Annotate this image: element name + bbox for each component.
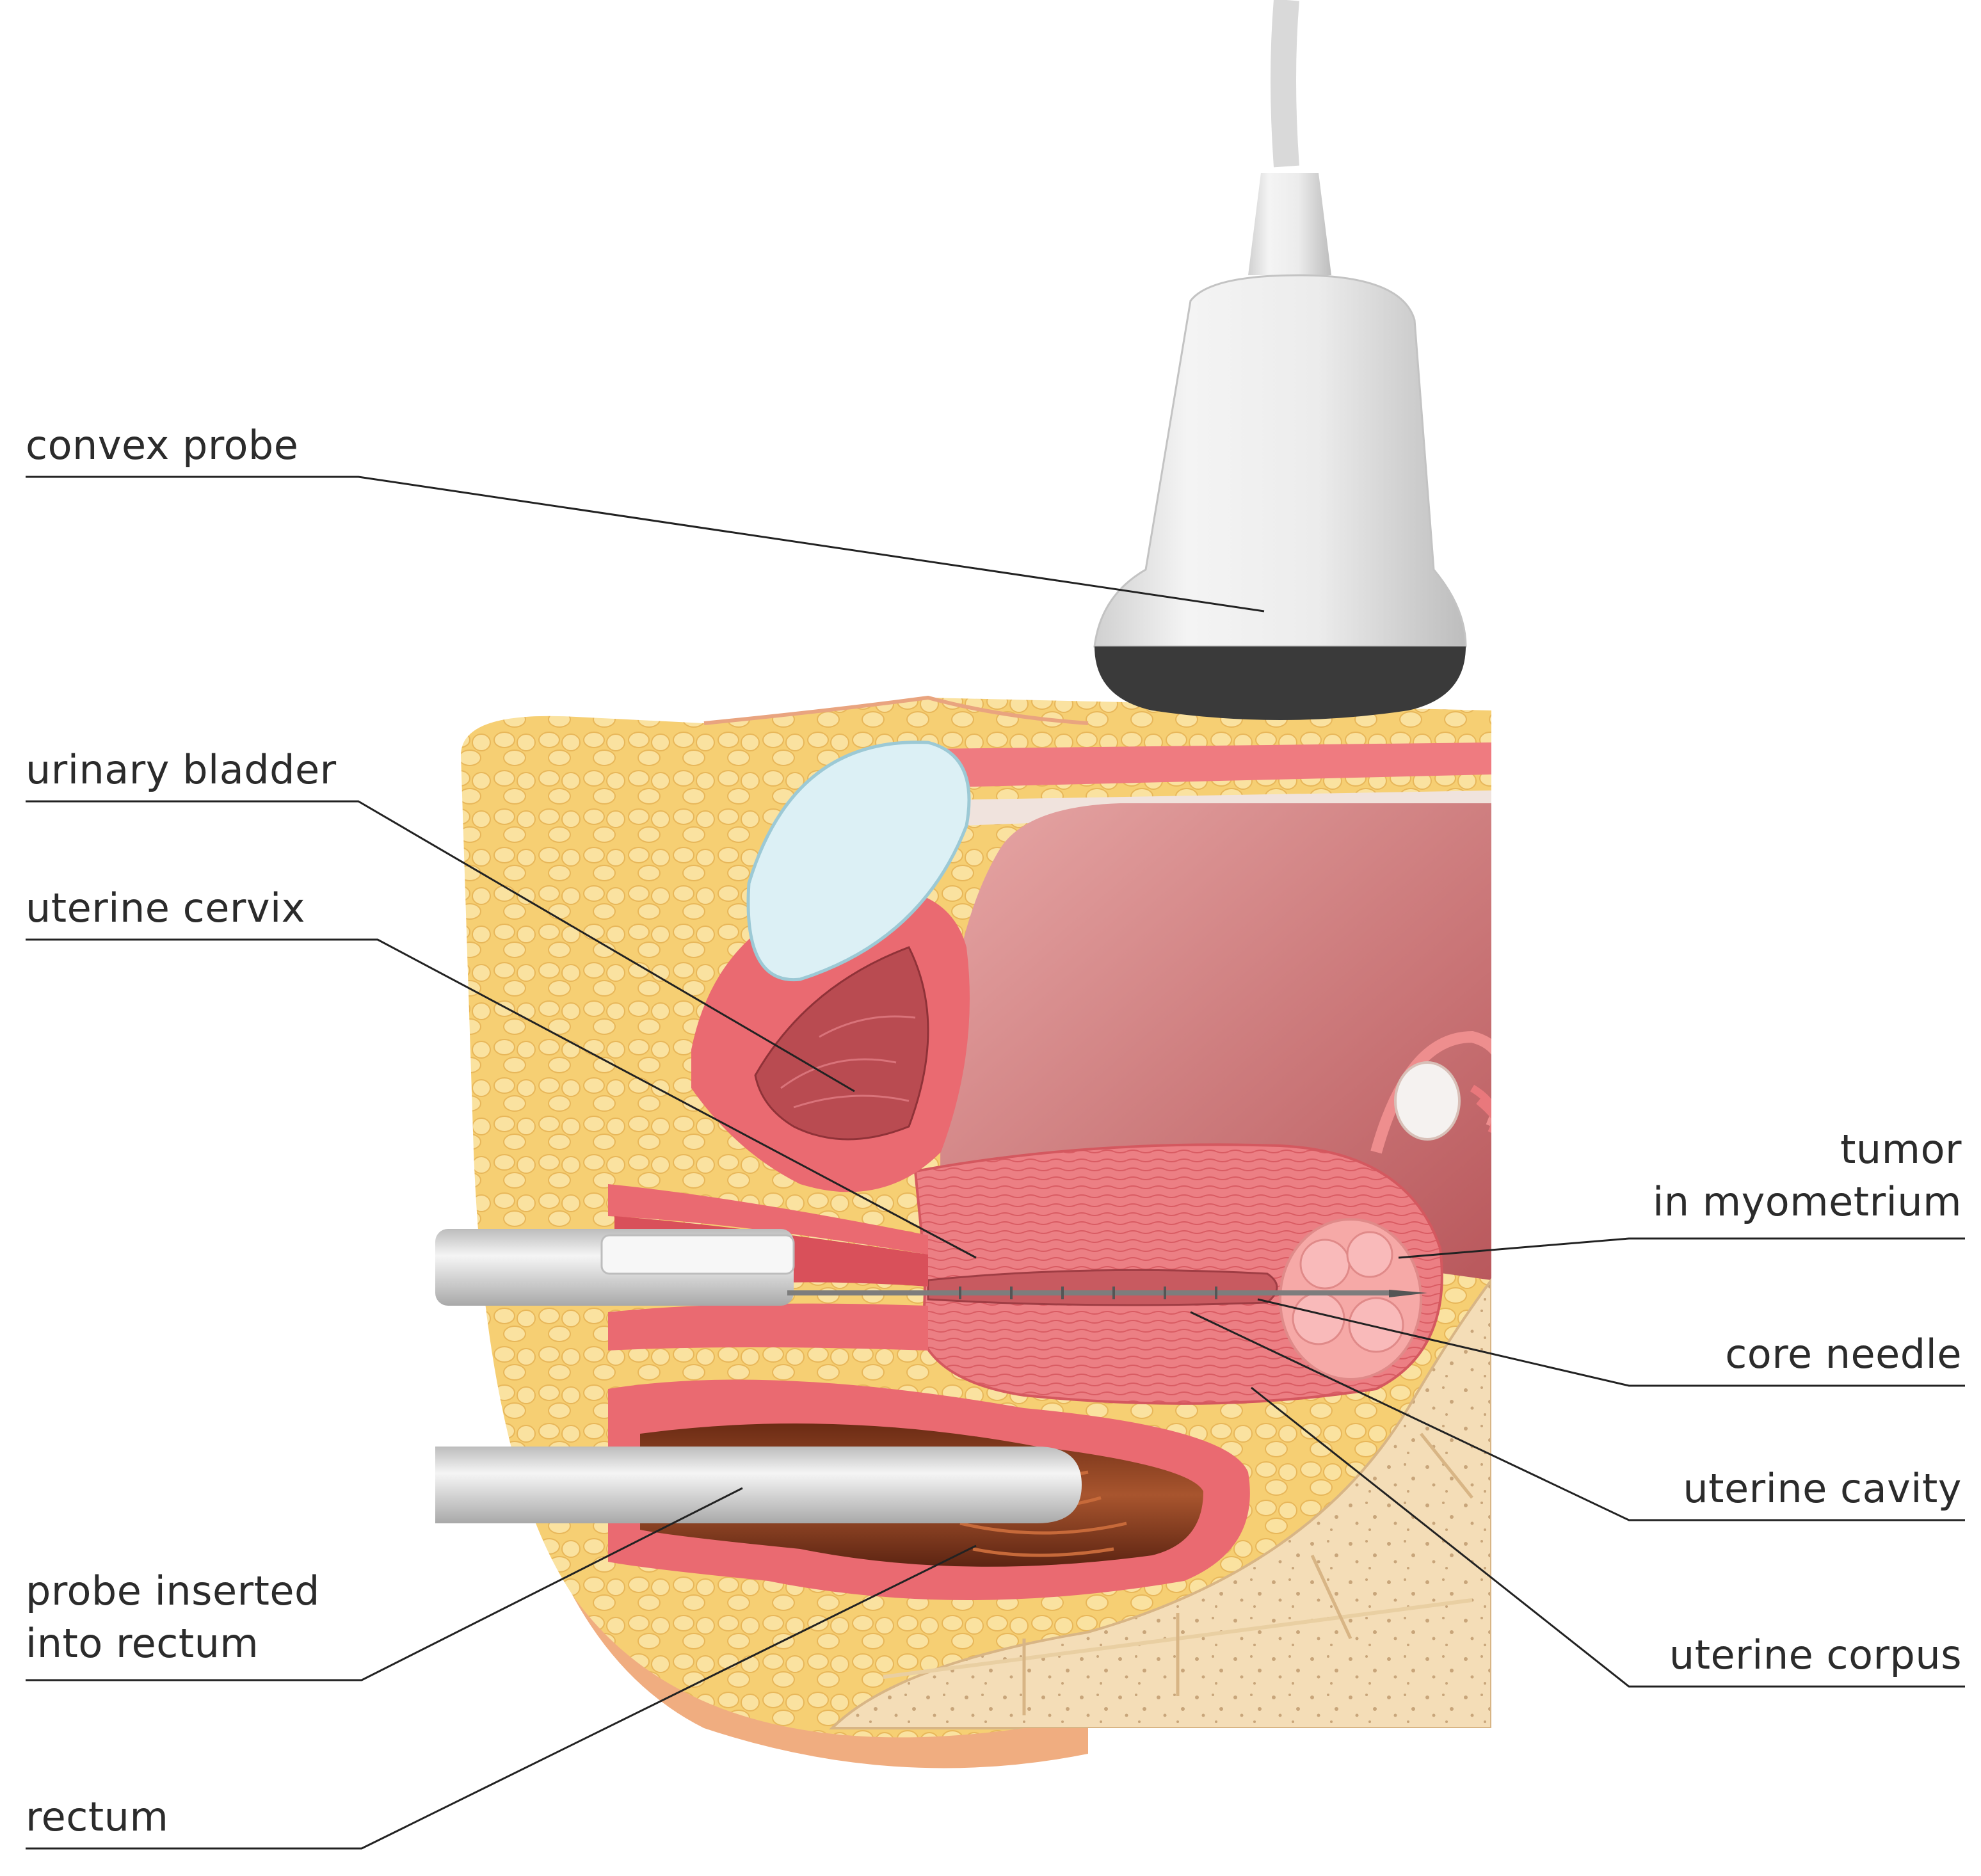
- leader-convex-probe: [26, 476, 1265, 613]
- label-tumor-in-myometrium: tumor in myometrium: [1652, 1126, 1962, 1225]
- leader-tumor: [1398, 1237, 1965, 1259]
- label-uterine-cavity: uterine cavity: [1683, 1465, 1962, 1512]
- vaginal-wall-upper: [608, 1184, 928, 1255]
- sagittal-section: [461, 698, 1491, 1738]
- rectal-probe: [435, 1447, 1082, 1523]
- vaginal-wall-lower: [608, 1303, 928, 1351]
- label-convex-probe: convex probe: [26, 422, 299, 469]
- label-probe-inserted-into-rectum: probe inserted into rectum: [26, 1567, 320, 1667]
- abdominal-wall-muscle: [928, 742, 1491, 787]
- section-outline: [703, 695, 1089, 725]
- uterine-cavity: [927, 1269, 1278, 1306]
- tumor: [1279, 1218, 1422, 1381]
- label-urinary-bladder: urinary bladder: [26, 746, 337, 793]
- label-uterine-corpus: uterine corpus: [1669, 1631, 1962, 1678]
- leader-rectum: [26, 1544, 977, 1850]
- leader-lines: [26, 476, 1965, 1850]
- leader-uterine-corpus: [1251, 1386, 1965, 1688]
- leader-uterine-cervix: [26, 938, 977, 1259]
- convex-probe: [1093, 0, 1467, 720]
- label-uterine-cervix: uterine cervix: [26, 885, 305, 931]
- bladder-lumen: [754, 946, 929, 1141]
- biopsy-guide-probe: [435, 1229, 1427, 1306]
- sacrum-bone: [829, 1276, 1491, 1729]
- leader-uterine-cavity: [1190, 1311, 1965, 1521]
- ovary-tube: [1370, 1030, 1491, 1154]
- label-rectum: rectum: [26, 1793, 169, 1840]
- leader-core-needle: [1257, 1298, 1965, 1387]
- leader-probe-inserted: [26, 1487, 743, 1681]
- label-core-needle: core needle: [1725, 1331, 1962, 1377]
- urinary-bladder: [746, 741, 971, 982]
- leader-urinary-bladder: [26, 800, 855, 1093]
